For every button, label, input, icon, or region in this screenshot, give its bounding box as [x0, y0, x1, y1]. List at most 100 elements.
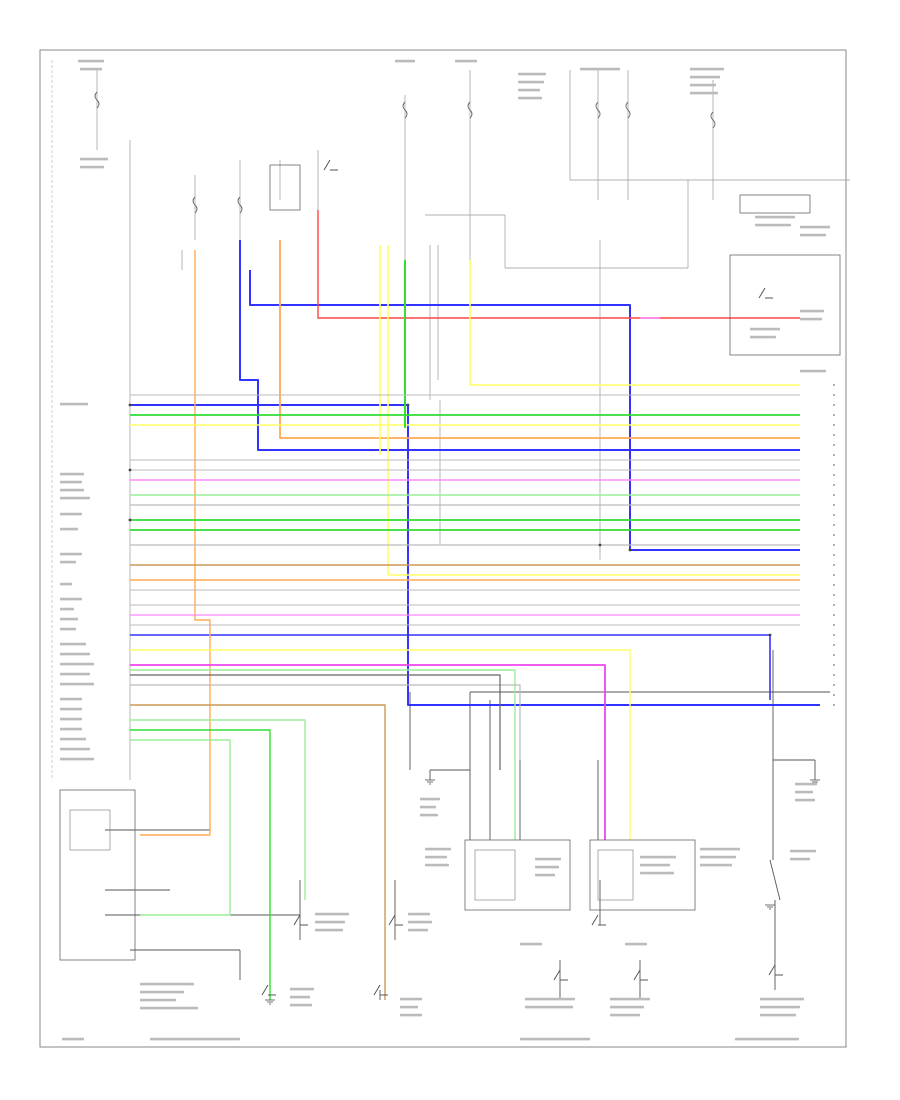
illegible-label: [525, 1005, 573, 1009]
wire-harness: [130, 210, 820, 1000]
fuse-icon: [595, 101, 601, 119]
illegible-label: [60, 472, 84, 476]
illegible-label: [60, 512, 82, 516]
connector-icon: [833, 514, 835, 516]
illegible-label: [610, 1013, 640, 1017]
illegible-label: [408, 920, 432, 924]
connector-icon: [833, 484, 835, 486]
illegible-label: [60, 597, 82, 601]
wire: [387, 245, 800, 576]
illegible-label: [690, 83, 716, 87]
illegible-label: [290, 995, 310, 999]
connector-icon: [833, 564, 835, 566]
illegible-label: [62, 1037, 84, 1041]
fuse-icon: [402, 101, 408, 119]
illegible-label: [690, 67, 724, 71]
illegible-label: [60, 737, 86, 741]
illegible-label: [800, 309, 824, 313]
component-box: [464, 839, 571, 911]
wire: [130, 684, 521, 760]
connector-icon: [833, 504, 835, 506]
connector-icon: [833, 584, 835, 586]
connector-icon: [833, 644, 835, 646]
connector-icon: [833, 574, 835, 576]
illegible-label: [580, 67, 620, 71]
connector-icon: [833, 474, 835, 476]
illegible-label: [420, 805, 436, 809]
illegible-label: [700, 847, 740, 851]
ground-icon: [425, 779, 435, 785]
component-labels: [60, 59, 830, 1041]
illegible-label: [60, 527, 78, 531]
wire: [130, 404, 820, 706]
wire: [140, 250, 211, 836]
ground-icon: [265, 999, 275, 1005]
illegible-label: [518, 80, 544, 84]
illegible-label: [60, 717, 82, 721]
illegible-label: [625, 942, 647, 946]
switch-icon: [591, 914, 606, 926]
illegible-label: [640, 871, 674, 875]
splice-dot: [768, 633, 772, 637]
wire: [239, 240, 800, 451]
components: [59, 91, 841, 1005]
splice-dot: [128, 468, 132, 472]
illegible-label: [60, 662, 94, 666]
illegible-label: [60, 627, 76, 631]
illegible-label: [525, 997, 575, 1001]
illegible-label: [60, 552, 82, 556]
illegible-label: [315, 920, 345, 924]
illegible-label: [425, 855, 447, 859]
illegible-label: [420, 813, 438, 817]
diagram-frame: [39, 49, 847, 1048]
switch-icon: [293, 914, 308, 926]
illegible-label: [535, 873, 555, 877]
connector-icon: [833, 604, 835, 606]
switch-icon: [323, 159, 338, 171]
fuse-icon: [237, 196, 243, 214]
connector-icon: [833, 614, 835, 616]
connector-icon: [833, 674, 835, 676]
connector-icon: [833, 664, 835, 666]
wire: [130, 704, 386, 1000]
illegible-label: [425, 863, 449, 867]
connector-icon: [833, 524, 835, 526]
wire: [469, 260, 800, 386]
illegible-label: [60, 488, 84, 492]
splice-dot: [598, 543, 602, 547]
connector-icon: [833, 464, 835, 466]
illegible-label: [60, 697, 82, 701]
illegible-label: [800, 369, 826, 373]
illegible-label: [795, 798, 815, 802]
illegible-label: [60, 402, 88, 406]
illegible-label: [755, 223, 791, 227]
connector-icon: [833, 384, 835, 386]
illegible-label: [795, 782, 817, 786]
illegible-label: [60, 496, 90, 500]
illegible-label: [755, 215, 795, 219]
illegible-label: [760, 1013, 796, 1017]
illegible-label: [315, 928, 343, 932]
illegible-label: [60, 582, 72, 586]
illegible-label: [290, 1003, 312, 1007]
connector-icon: [833, 424, 835, 426]
wire: [130, 669, 516, 840]
illegible-label: [315, 912, 349, 916]
connector-icon: [833, 684, 835, 686]
illegible-label: [610, 997, 650, 1001]
illegible-label: [520, 1037, 590, 1041]
illegible-label: [395, 59, 415, 63]
illegible-label: [400, 1005, 418, 1009]
ground-icon: [765, 904, 775, 910]
wire: [279, 240, 800, 439]
connector-icon: [833, 434, 835, 436]
illegible-label: [150, 1037, 240, 1041]
wire: [317, 210, 800, 319]
illegible-label: [518, 96, 542, 100]
wire: [130, 729, 271, 1000]
illegible-label: [60, 617, 78, 621]
illegible-label: [140, 990, 184, 994]
illegible-label: [408, 928, 428, 932]
diagram-structure: [96, 70, 850, 1000]
